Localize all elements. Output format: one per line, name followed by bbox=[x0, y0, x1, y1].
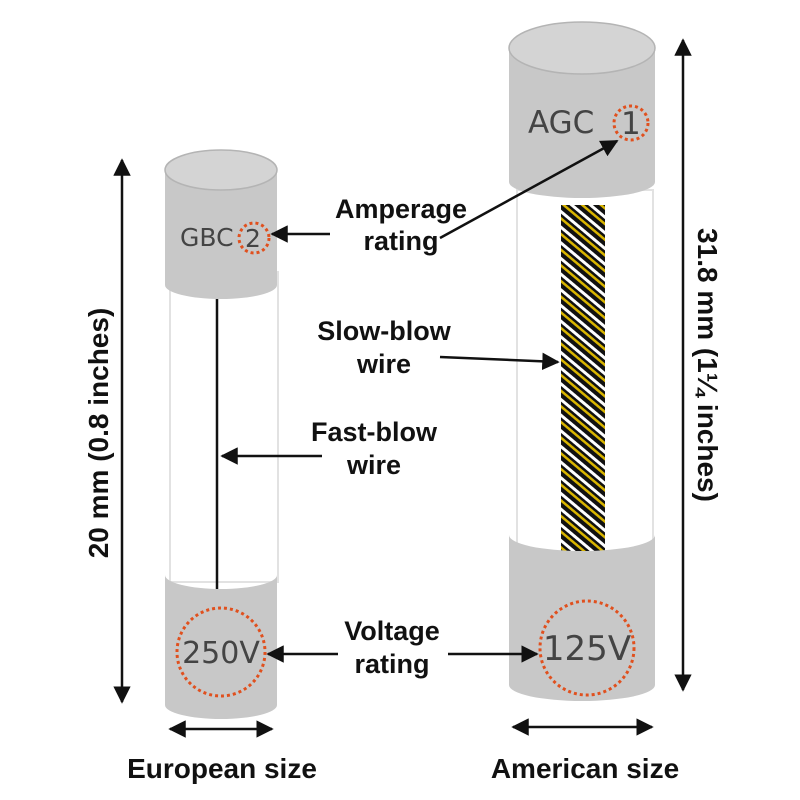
european-amp-circle bbox=[237, 221, 271, 255]
european-amp-value: 2 bbox=[245, 224, 261, 253]
american-fuse: AGC 1 125V bbox=[508, 21, 656, 701]
amperage-arrow-american bbox=[439, 139, 619, 240]
american-size-label: American size bbox=[491, 753, 679, 784]
european-top-code: GBC bbox=[180, 223, 234, 252]
european-voltage: 250V bbox=[182, 636, 260, 671]
european-fuse: GBC 2 250V bbox=[164, 149, 279, 719]
slowblow-label-line2: wire bbox=[356, 349, 411, 379]
american-amp-value: 1 bbox=[621, 106, 641, 142]
american-height-label: 31.8 mm (1¼ inches) bbox=[692, 228, 723, 502]
american-bottom-cap bbox=[509, 535, 655, 701]
american-top-code: AGC bbox=[528, 105, 594, 141]
american-voltage: 125V bbox=[543, 629, 631, 669]
fastblow-label-line2: wire bbox=[346, 450, 401, 480]
european-height-label: 20 mm (0.8 inches) bbox=[83, 308, 114, 559]
voltage-label-line2: rating bbox=[354, 649, 429, 679]
slowblow-arrow bbox=[439, 352, 560, 371]
slow-blow-wire bbox=[561, 205, 605, 567]
european-glass-tube bbox=[169, 271, 279, 583]
amperage-label-line2: rating bbox=[363, 226, 438, 256]
american-top-cap bbox=[508, 21, 656, 198]
amperage-label-line1: Amperage bbox=[335, 194, 467, 224]
european-size-label: European size bbox=[127, 753, 317, 784]
european-top-cap bbox=[164, 149, 278, 299]
european-bottom-cap bbox=[165, 575, 277, 719]
slowblow-label-line1: Slow-blow bbox=[317, 316, 451, 346]
american-amp-circle bbox=[612, 104, 650, 142]
voltage-label-line1: Voltage bbox=[344, 616, 440, 646]
european-voltage-circle bbox=[175, 606, 267, 698]
american-voltage-circle bbox=[538, 599, 636, 697]
fastblow-label-line1: Fast-blow bbox=[311, 417, 438, 447]
